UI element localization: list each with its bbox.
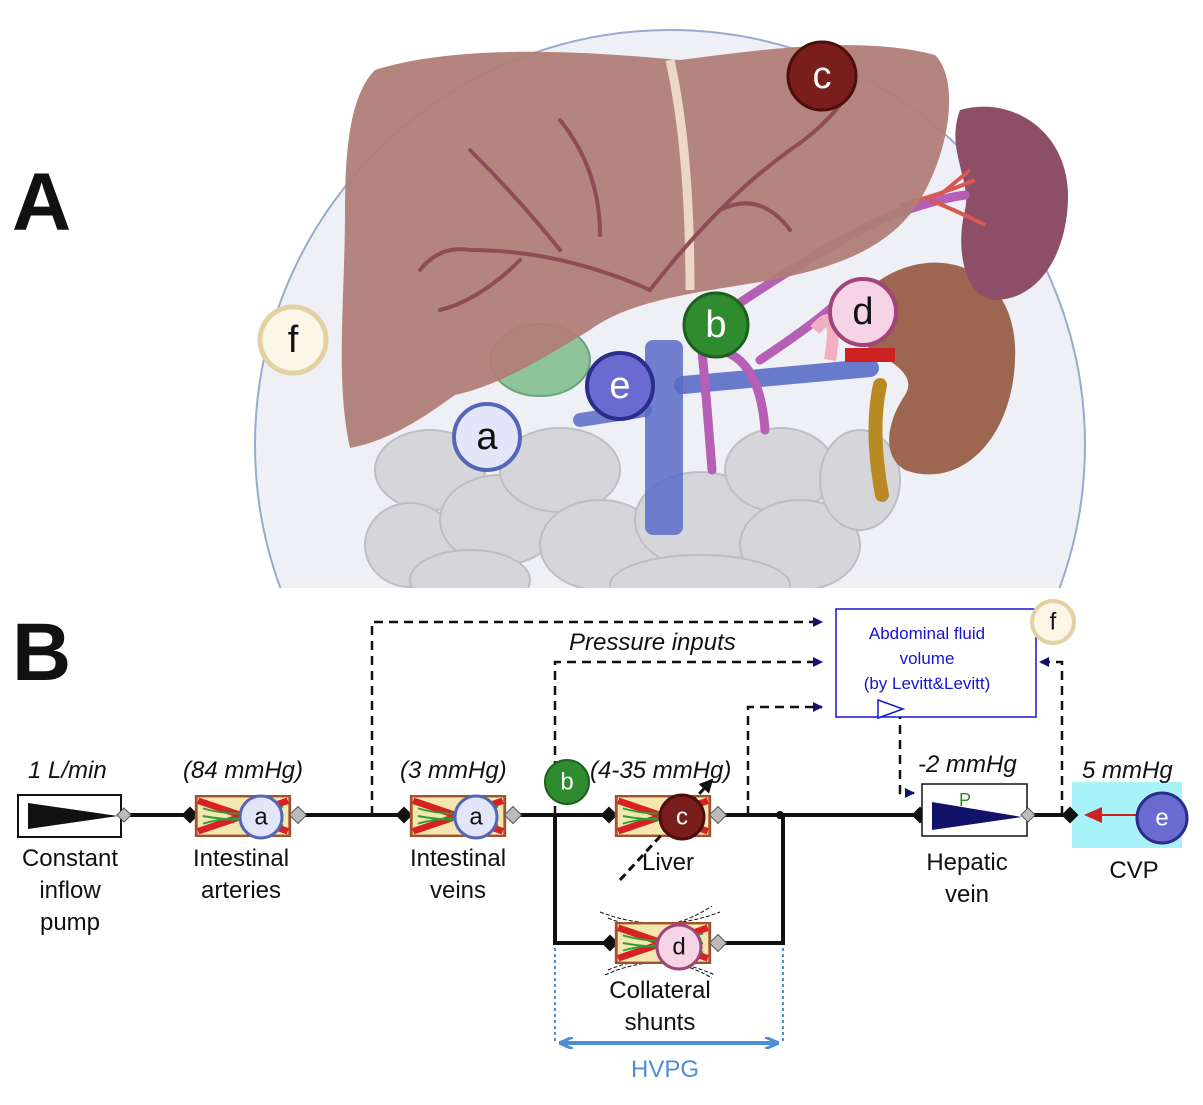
veins-value: (3 mmHg)	[400, 757, 507, 784]
badge-b-node: b	[544, 759, 590, 805]
badge-a-arteries: a	[254, 804, 268, 831]
spleen	[955, 106, 1069, 300]
abdominal-fluid-box: Abdominal fluid volume (by Levitt&Levitt…	[835, 608, 1037, 720]
arteries-label-2: arteries	[201, 877, 281, 904]
arteries-value: (84 mmHg)	[183, 757, 303, 784]
panel-letter-a: A	[12, 157, 71, 248]
svg-text:a: a	[476, 416, 498, 458]
panel-letter-b: B	[12, 607, 71, 698]
hvpg-indicator	[554, 948, 784, 1043]
badge-a-veins: a	[469, 804, 483, 831]
pressure-symbol: P	[959, 790, 971, 810]
hepatic-label-1: Hepatic	[926, 849, 1007, 876]
abdominal-line-2: volume	[900, 649, 955, 668]
pump-value: 1 L/min	[28, 757, 107, 784]
kidney	[859, 262, 1016, 475]
intestinal-arteries-resistor: a	[181, 794, 308, 840]
svg-text:d: d	[852, 291, 873, 333]
liver-label: Liver	[642, 849, 694, 876]
badge-f-anatomy: f	[257, 304, 329, 376]
pressure-inputs-label: Pressure inputs	[569, 629, 736, 656]
shunts-label-1: Collateral	[609, 977, 710, 1004]
cvp-element: e	[1061, 782, 1189, 848]
hvpg-label: HVPG	[631, 1056, 699, 1083]
main-flow-line	[128, 813, 1070, 945]
badge-e-cvp: e	[1155, 805, 1168, 832]
badge-a-anatomy: a	[452, 402, 522, 472]
ureter	[868, 378, 889, 502]
svg-text:f: f	[1050, 609, 1057, 636]
anatomy-illustration: a b c d e f	[254, 29, 1086, 588]
svg-text:e: e	[609, 365, 630, 407]
cvp-value: 5 mmHg	[1082, 757, 1173, 784]
badge-d-shunts: d	[672, 934, 685, 961]
svg-text:b: b	[705, 304, 726, 346]
cvp-label: CVP	[1109, 857, 1158, 884]
svg-text:b: b	[560, 769, 573, 796]
badge-c-anatomy: c	[786, 40, 858, 112]
svg-text:c: c	[813, 55, 832, 97]
veins-label-1: Intestinal	[410, 845, 506, 872]
junction-dot	[776, 811, 784, 819]
collateral-shunts-resistor: d	[599, 905, 728, 979]
badge-d-anatomy: d	[828, 277, 898, 347]
hepatic-label-2: vein	[945, 881, 989, 908]
abdominal-line-1: Abdominal fluid	[869, 624, 985, 643]
liver-resistor: c	[600, 778, 728, 882]
pump-label-3: pump	[40, 909, 100, 936]
abdominal-line-3: (by Levitt&Levitt)	[864, 674, 991, 693]
badge-e-anatomy: e	[585, 351, 655, 421]
hepatic-vein-element: P	[911, 783, 1036, 837]
badge-b-anatomy: b	[682, 291, 750, 359]
intestinal-veins-resistor: a	[395, 794, 523, 840]
badge-f-box: f	[1030, 599, 1076, 645]
svg-text:f: f	[288, 319, 299, 361]
pump-label-2: inflow	[39, 877, 101, 904]
shunts-label-2: shunts	[625, 1009, 696, 1036]
badge-c-liver: c	[676, 804, 688, 831]
hepatic-value: -2 mmHg	[918, 751, 1017, 778]
liver-value: (4-35 mmHg)	[590, 757, 731, 784]
constant-inflow-pump	[17, 794, 132, 838]
circuit-diagram: 1 L/min Constant inflow pump a (84 mmHg)…	[17, 599, 1189, 1083]
intestines	[364, 427, 901, 588]
pump-label-1: Constant	[22, 845, 118, 872]
hepatic-veins-branches	[418, 103, 842, 312]
arteries-label-1: Intestinal	[193, 845, 289, 872]
veins-label-2: veins	[430, 877, 486, 904]
falciform-ligament	[665, 59, 695, 291]
